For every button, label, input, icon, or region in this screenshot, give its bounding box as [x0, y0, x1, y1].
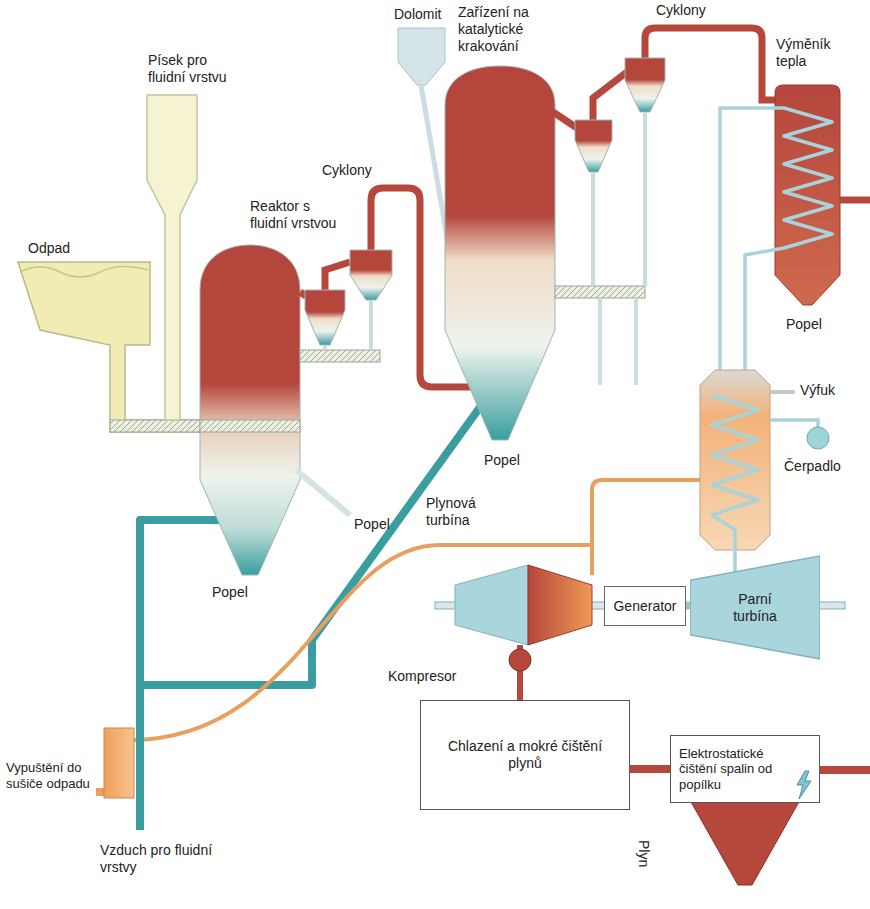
label-text: Kompresor [388, 668, 456, 684]
reactor-cyclones-part [350, 250, 392, 300]
fluid-bed-reactor-part [300, 350, 380, 362]
part-label: Reaktor s fluidní vrstvou [250, 198, 350, 232]
label-text: Vzduch pro fluidní vrstvy [100, 842, 212, 875]
part-label: Plyn [635, 840, 652, 867]
gas-pipe [630, 765, 670, 773]
turbine-body [690, 556, 820, 659]
waste-hopper-part [20, 266, 148, 277]
node-text: Chlazení a mokré čištění plynů [440, 738, 610, 772]
part-label: Plynová turbína [426, 495, 511, 529]
dolomite-hopper [398, 28, 450, 255]
label-text: Výměník tepla [776, 36, 830, 69]
fluid-bed-reactor-part [296, 470, 350, 515]
part-label: Cyklony [322, 162, 372, 179]
reactor-cyclones-part [325, 262, 350, 290]
air-pipe-part [140, 396, 488, 685]
heat-exchanger-part [720, 108, 832, 370]
fluid-bed-reactor-part [200, 420, 300, 432]
label-text: Písek pro fluidní vrstvu [148, 52, 227, 85]
reactor-cyclones-part [325, 300, 371, 350]
gas-cleaning-box: Chlazení a mokré čištění plynů [420, 700, 630, 810]
part-label: Čerpadlo [784, 458, 841, 475]
steam-generator-part [712, 395, 758, 572]
label-text: Popel [212, 584, 248, 600]
precipitator-box: Elektrostatické čištění spalin od popílk… [670, 735, 820, 803]
heat-exchanger-part [775, 85, 840, 305]
fluid-bed-reactor-part [200, 245, 300, 575]
label-text: Výfuk [800, 382, 835, 398]
label-text: Cyklony [322, 162, 372, 178]
part-label: Popel [212, 584, 248, 601]
label-text: Vypuštění do sušiče odpadu [6, 760, 90, 791]
part-label: Cyklony [656, 2, 706, 19]
lightning-symbol [797, 771, 811, 799]
heat-exchanger-part [840, 197, 870, 204]
catalytic-cracker-part [445, 66, 555, 440]
reactor-cyclones-part [305, 290, 345, 345]
label-text: Zařízení na katalytické krakování [458, 4, 529, 54]
label-text: Čerpadlo [784, 458, 841, 474]
label-text: Plynová turbína [426, 495, 476, 528]
gas-turbine-part [509, 649, 531, 671]
waste-hopper-part [110, 420, 202, 432]
cracker-cyclones-part [553, 112, 577, 128]
part-label: Dolomit [394, 6, 441, 23]
node-text: Parní turbína [720, 591, 790, 625]
air-preheater [96, 728, 140, 798]
precipitator-hopper-part [690, 800, 800, 885]
steam-generator-part [700, 370, 770, 550]
cracker-cyclones-part [593, 112, 645, 286]
catalytic-cracker [445, 66, 645, 440]
part-label: Vzduch pro fluidní vrstvy [100, 842, 215, 876]
cracker-cyclones [553, 28, 776, 286]
label-text: Popel [354, 516, 390, 532]
air-preheater-part [104, 728, 134, 798]
part-label: Výfuk [800, 382, 835, 399]
precipitator-hopper-part [818, 766, 870, 774]
steam-generator-part [770, 390, 795, 394]
gas-turbine-part [455, 565, 528, 645]
part-label: Výměník tepla [776, 36, 851, 70]
dolomite-hopper-part [398, 28, 445, 85]
part-label: Popel [484, 452, 520, 469]
part-label: Popel [786, 316, 822, 333]
steam-generator-part [807, 427, 829, 449]
label-text: Popel [484, 452, 520, 468]
cracker-cyclones-part [625, 58, 665, 112]
cracker-cyclones-part [593, 72, 627, 120]
label-text: Reaktor s fluidní vrstvou [250, 198, 336, 231]
part-label: Odpad [28, 240, 70, 257]
gas-turbine-part [528, 565, 592, 645]
part-label: Zařízení na katalytické krakování [458, 4, 568, 54]
steam-generator-part [770, 420, 818, 427]
part-label: Kompresor [388, 668, 456, 685]
node-text: Generator [613, 598, 676, 615]
part-label: Popel [354, 516, 390, 533]
generator-box: Generator [604, 586, 686, 626]
fluid-bed-reactor [200, 245, 380, 575]
lightning-icon [793, 770, 815, 800]
part-label: Vypuštění do sušiče odpadu [6, 760, 94, 791]
label-text: Cyklony [656, 2, 706, 18]
exhaust-pipe-part [592, 480, 700, 575]
sand-hopper [147, 95, 197, 420]
part-label: Písek pro fluidní vrstvu [148, 52, 243, 86]
cracker-cyclones-part [575, 120, 612, 172]
heat-exchanger [720, 85, 870, 370]
label-text: Popel [786, 316, 822, 332]
air-pipe-part [140, 520, 220, 830]
label-text: Plyn [636, 840, 652, 867]
label-text: Dolomit [394, 6, 441, 22]
node-text: Elektrostatické čištění spalin od popílk… [679, 746, 789, 793]
steam-turbine: Parní turbína [690, 555, 820, 660]
label-text: Odpad [28, 240, 70, 256]
sand-hopper-part [147, 95, 197, 420]
air-preheater-part [96, 788, 104, 796]
catalytic-cracker-part [555, 286, 645, 298]
air-preheater-part [136, 728, 144, 798]
catalytic-cracker-part [600, 298, 636, 385]
